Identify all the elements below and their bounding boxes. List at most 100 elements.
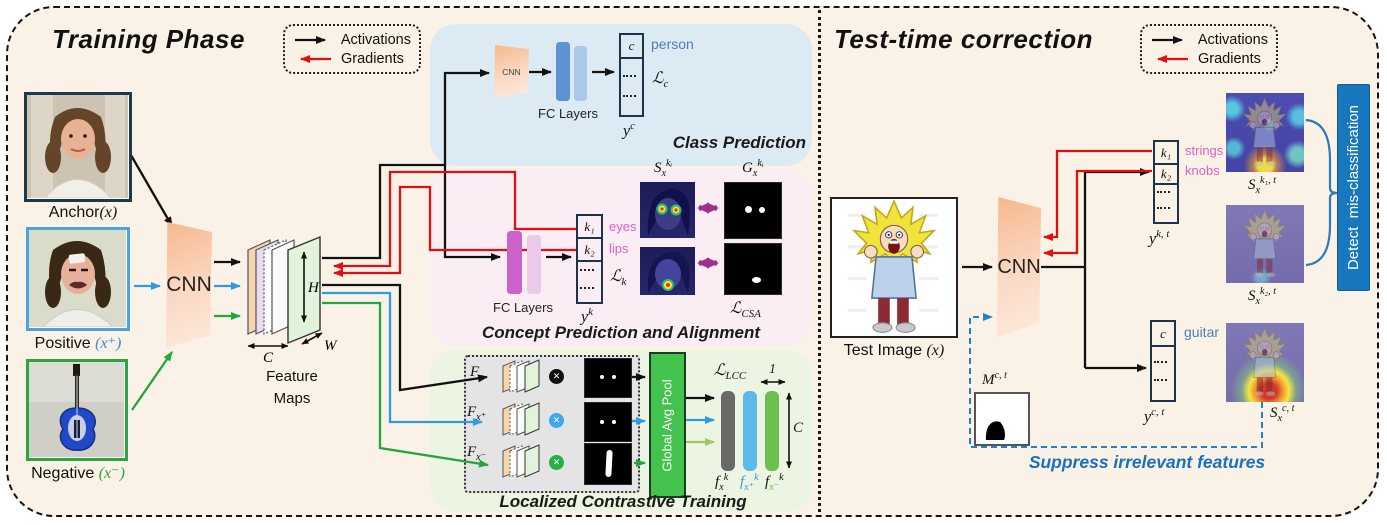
fmap-anchor-label: Fx [470,364,484,383]
concept-fc-bar-1 [507,231,522,294]
contrastive-title: Localized Contrastive Training [499,492,747,511]
gradients-arrow-icon [300,54,331,63]
test-image [830,197,958,338]
concept-name-lips: lips [609,241,629,256]
ground-truth-label: Gxkᵢ [742,158,764,179]
concept-mask-negative [584,443,632,485]
feature-maps-label: Feature Maps [266,368,318,407]
mini-feature-stack-anchor [502,359,540,393]
test-time-title: Test-time correction [834,24,1093,54]
class-prediction-title: Class Prediction [672,133,806,152]
svg-text:H: H [307,280,320,296]
training-title: Training Phase [52,24,245,54]
class-fc-bar-2 [574,46,587,101]
anchor-label: Anchor(x) [48,204,118,221]
activations-arrow-icon [1152,35,1183,44]
concept-cell-k1: k₁ [578,216,601,239]
positive-image [26,227,130,331]
test-class-vector-label: yc, t [1144,406,1165,426]
negative-image [26,359,128,461]
legend-gradients-label: Gradients [341,50,404,67]
feat-bar-negative [765,391,779,471]
svg-text:W: W [324,338,338,354]
mini-feature-stack-negative [502,444,540,478]
test-cell-k1: k₁ [1155,142,1177,165]
fmap-positive-label: Fx⁺ [467,404,487,423]
saliency-eyes-image [640,182,695,238]
suppress-features-label: Suppress irrelevant features [1028,452,1266,472]
concept-mask-anchor [584,358,632,398]
class-vector-label: yc [623,120,635,140]
feat-label-negative: fx⁻k [765,472,784,493]
saliency-c-heatmap [1226,323,1304,402]
dim-one-label: 1 [769,362,776,377]
multiply-icon-anchor: ✕ [549,369,564,384]
saliency-k1-heatmap [1226,93,1304,172]
test-concept-knobs: knobs [1185,163,1220,178]
concept-name-eyes: eyes [609,219,637,234]
legend-activations-label: Activations [340,31,411,48]
multiply-icon-negative: ✕ [549,455,564,470]
legend-gradients-label: Gradients [1198,50,1261,67]
feat-label-anchor: fxk [715,472,729,493]
test-concept-strings: strings [1185,143,1224,158]
concept-vector-label: yk [581,306,593,326]
test-cell-k2: k₂ [1155,165,1177,185]
test-image-label: Test Image (x) [843,342,945,359]
saliency-k2-label: Sxk₂, t [1248,286,1277,307]
test-class-vector: c [1150,320,1176,402]
anchor-image [24,92,132,202]
panel-divider [818,10,821,512]
class-fc-label: FC Layers [538,106,598,121]
positive-label: Positive (x⁺) [34,335,122,352]
feat-bar-anchor [721,391,735,471]
saliency-k2-heatmap [1226,205,1304,283]
csa-loss-label: ℒCSA [730,300,761,321]
concept-fc-label: FC Layers [493,300,553,315]
test-cell-c: c [1152,322,1174,347]
mask-label: Mc, t [982,370,1007,388]
feature-maps: H W C [247,235,338,366]
test-concept-vector-label: yk, t [1149,228,1170,248]
test-legend: Activations Gradients [1140,24,1278,74]
concept-mask-positive [584,402,632,442]
concept-output-vector: k₁ k₂ [576,214,603,304]
feat-label-positive: fx⁺k [740,472,759,493]
concept-loss-label: ℒk [610,268,627,289]
test-concept-vector: k₁ k₂ [1153,140,1179,224]
activations-arrow-icon [295,35,326,44]
class-name-person: person [651,36,694,52]
class-loss-label: ℒc [652,70,669,91]
negative-label: Negative (x⁻) [31,465,125,482]
ground-truth-eyes-mask [724,182,782,239]
test-cnn: CNN [997,197,1041,337]
test-class-guitar: guitar [1184,324,1220,340]
class-cell-c: c [621,35,642,59]
saliency-c-label: Sxc, t [1270,403,1295,424]
concept-title: Concept Prediction and Alignment [482,323,760,342]
dim-c-label: C [793,420,804,436]
feat-bar-positive [743,391,757,471]
legend-activations-label: Activations [1197,31,1268,48]
fmap-negative-label: Fx⁻ [467,444,487,463]
ground-truth-lips-mask [724,243,782,295]
class-fc-bar-1 [556,42,570,101]
training-legend: Activations Gradients [283,24,421,74]
class-cnn: CNN [494,45,529,98]
lcc-loss-label: ℒLCC [714,362,747,383]
detect-misclassification-bar: Detect mis-classification [1337,84,1370,291]
mini-feature-stack-positive [502,402,540,436]
class-mask-image [974,392,1030,446]
global-avg-pool: Global Avg Pool [649,352,686,498]
svg-text:C: C [263,350,274,366]
concept-cell-k2: k₂ [578,239,601,262]
class-prediction-panel [430,24,812,166]
saliency-k1-label: Sxk₁, t [1248,175,1277,196]
multiply-icon-positive: ✕ [549,413,564,428]
gradients-arrow-icon [1157,54,1188,63]
concept-fc-bar-2 [527,235,541,294]
class-output-vector: c [619,33,644,117]
saliency-lips-image [640,247,695,295]
cnn-backbone: CNN [166,222,212,348]
